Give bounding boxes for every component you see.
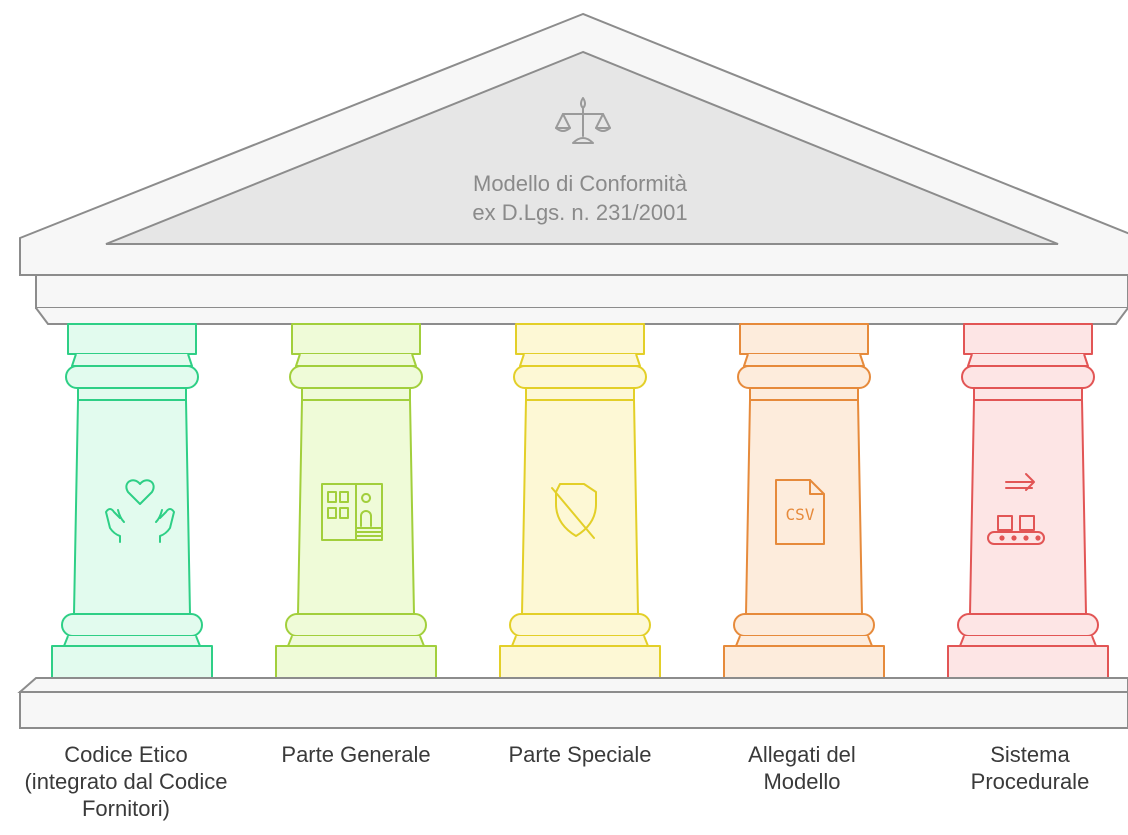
pillar-base — [947, 645, 1109, 679]
base-top — [17, 677, 1128, 693]
pillar-shaft — [521, 387, 639, 615]
scales-of-justice-icon — [555, 97, 611, 144]
temple-title-line-2: ex D.Lgs. n. 231/2001 — [472, 200, 687, 225]
pillar-1 — [51, 323, 213, 679]
base-slab — [19, 691, 1128, 729]
pillar-4: CSV — [723, 323, 885, 679]
svg-text:CSV: CSV — [786, 505, 815, 524]
pillar-capital-neck — [519, 353, 641, 367]
pillar-label-line: Sistema — [990, 742, 1070, 767]
pillar-label-3: Parte Speciale — [465, 741, 695, 768]
pillar-label-line: Fornitori) — [81, 796, 170, 821]
pillar-label-line: Parte Speciale — [508, 742, 652, 767]
pillar-label-2: Parte Generale — [241, 741, 471, 768]
pillar-label-line: (integrato dal Codice — [24, 769, 228, 794]
conveyor-belt-icon — [987, 473, 1045, 545]
pillar-label-line: Codice Etico — [64, 742, 188, 767]
pillar-bottom-ring — [733, 613, 875, 637]
pillar-base-neck — [511, 635, 649, 647]
pillar-bottom-ring — [957, 613, 1099, 637]
pillar-bottom-ring — [285, 613, 427, 637]
pillar-capital — [963, 323, 1093, 355]
pillar-base-neck — [63, 635, 201, 647]
pillar-5 — [947, 323, 1109, 679]
pillar-capital-neck — [71, 353, 193, 367]
pillar-capital — [739, 323, 869, 355]
pillar-base-neck — [735, 635, 873, 647]
pillar-capital-neck — [967, 353, 1089, 367]
pillar-2 — [275, 323, 437, 679]
pillar-base — [499, 645, 661, 679]
pillar-capital — [67, 323, 197, 355]
pillar-label-line: Procedurale — [970, 769, 1090, 794]
pillar-top-ring — [513, 365, 647, 389]
entablature-underside — [35, 307, 1128, 325]
pillar-base — [275, 645, 437, 679]
pillar-base — [723, 645, 885, 679]
pillar-base — [51, 645, 213, 679]
pillar-top-ring — [737, 365, 871, 389]
pillar-capital — [515, 323, 645, 355]
pillar-label-line: Allegati del — [748, 742, 856, 767]
pillar-base-neck — [959, 635, 1097, 647]
csv-file-icon: CSV — [775, 479, 825, 545]
pillar-bottom-ring — [61, 613, 203, 637]
temple-roof — [19, 12, 1128, 276]
pillar-base-neck — [287, 635, 425, 647]
pillar-3 — [499, 323, 661, 679]
pillar-label-line: Parte Generale — [281, 742, 431, 767]
pillar-capital-neck — [295, 353, 417, 367]
temple-title-line-1: Modello di Conformità — [473, 171, 688, 196]
pillar-top-ring — [65, 365, 199, 389]
pillar-shaft — [73, 387, 191, 615]
pillar-capital-neck — [743, 353, 865, 367]
building-facade-icon — [321, 483, 383, 541]
pillar-shaft — [969, 387, 1087, 615]
pediment-inner — [105, 50, 1059, 245]
entablature — [35, 274, 1128, 309]
pillar-capital — [291, 323, 421, 355]
pillar-bottom-ring — [509, 613, 651, 637]
pillar-top-ring — [961, 365, 1095, 389]
shield-off-icon — [551, 483, 597, 539]
caring-hands-heart-icon — [105, 479, 175, 543]
pillar-top-ring — [289, 365, 423, 389]
pillars: CSV — [51, 323, 1109, 679]
pillar-shaft — [745, 387, 863, 615]
pillar-label-line: Modello — [763, 769, 841, 794]
